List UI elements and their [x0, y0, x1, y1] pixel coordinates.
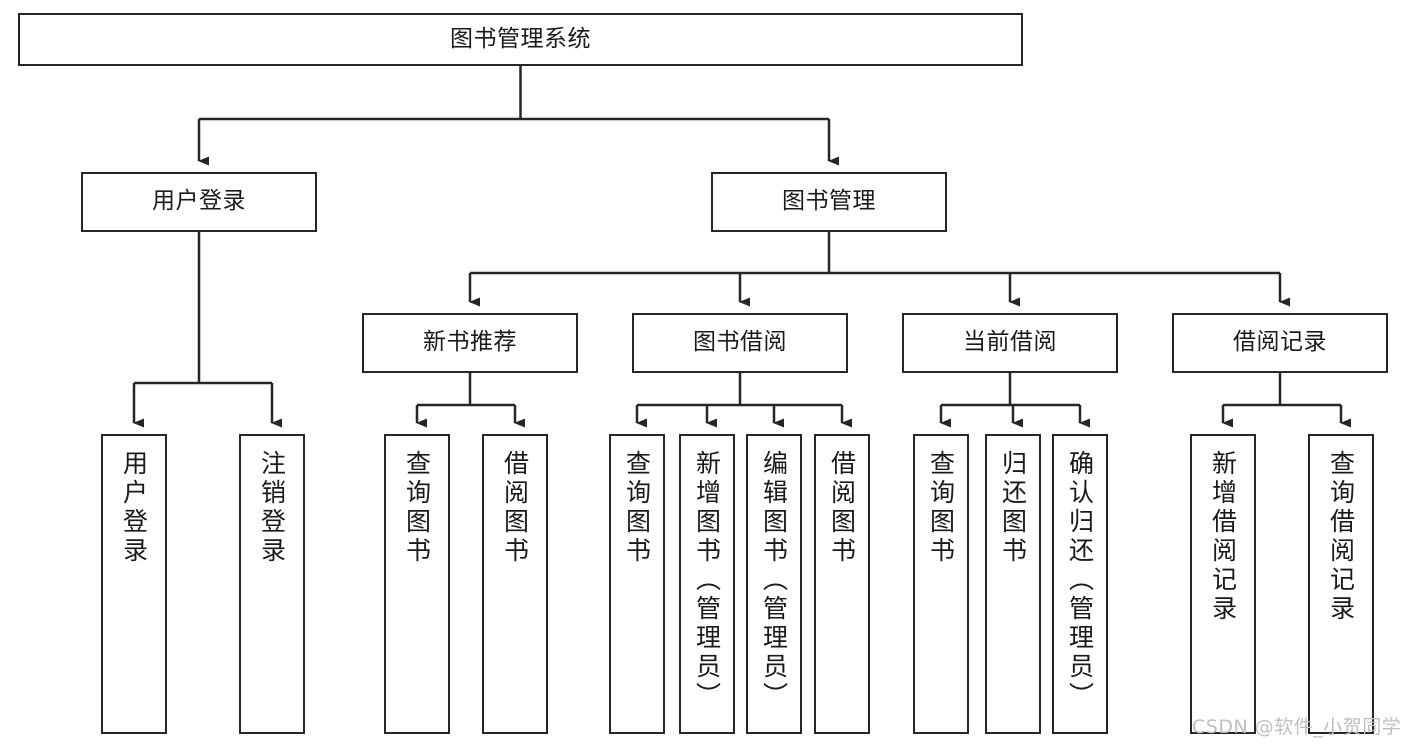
node-label: 借阅记录	[1233, 329, 1327, 356]
node-newbook[interactable]: 新书推荐	[362, 313, 578, 373]
node-label: 图书借阅	[693, 329, 787, 356]
node-label: 确认归还（管理员）	[1065, 450, 1095, 711]
node-leaf-user-logout[interactable]: 注销登录	[239, 434, 305, 734]
csdn-watermark: CSDN @软件_小贺同学	[1192, 716, 1402, 738]
node-label: 查询图书	[926, 450, 956, 566]
node-label: 编辑图书（管理员）	[759, 450, 789, 711]
node-leaf-bk-borrow[interactable]: 借阅图书	[814, 434, 870, 734]
node-leaf-cur-confirm[interactable]: 确认归还（管理员）	[1052, 434, 1108, 734]
node-leaf-cur-query[interactable]: 查询图书	[913, 434, 969, 734]
node-label: 注销登录	[257, 450, 287, 566]
node-leaf-bk-edit[interactable]: 编辑图书（管理员）	[746, 434, 802, 734]
node-label: 新增借阅记录	[1208, 450, 1238, 624]
node-leaf-rec-query[interactable]: 查询借阅记录	[1308, 434, 1374, 734]
node-label: 当前借阅	[963, 329, 1057, 356]
node-bookmgmt[interactable]: 图书管理	[711, 172, 947, 232]
node-leaf-cur-return[interactable]: 归还图书	[985, 434, 1041, 734]
node-leaf-nb-borrow[interactable]: 借阅图书	[482, 434, 548, 734]
node-label: 图书管理	[782, 188, 876, 215]
node-leaf-bk-add[interactable]: 新增图书（管理员）	[679, 434, 735, 734]
node-leaf-rec-add[interactable]: 新增借阅记录	[1190, 434, 1256, 734]
node-label: 借阅图书	[500, 450, 530, 566]
node-label: 归还图书	[998, 450, 1028, 566]
node-leaf-bk-query[interactable]: 查询图书	[609, 434, 665, 734]
node-leaf-nb-query[interactable]: 查询图书	[384, 434, 450, 734]
node-label: 新增图书（管理员）	[692, 450, 722, 711]
node-label: 图书管理系统	[450, 25, 591, 52]
node-current[interactable]: 当前借阅	[902, 313, 1118, 373]
node-records[interactable]: 借阅记录	[1172, 313, 1388, 373]
node-login[interactable]: 用户登录	[81, 172, 317, 232]
node-borrow[interactable]: 图书借阅	[632, 313, 848, 373]
node-label: 借阅图书	[827, 450, 857, 566]
node-label: 查询借阅记录	[1326, 450, 1356, 624]
node-label: 查询图书	[622, 450, 652, 566]
node-label: 用户登录	[152, 188, 246, 215]
node-label: 新书推荐	[423, 329, 517, 356]
node-label: 用户登录	[119, 450, 149, 566]
node-root[interactable]: 图书管理系统	[18, 13, 1023, 66]
node-label: 查询图书	[402, 450, 432, 566]
node-leaf-user-login[interactable]: 用户登录	[101, 434, 167, 734]
